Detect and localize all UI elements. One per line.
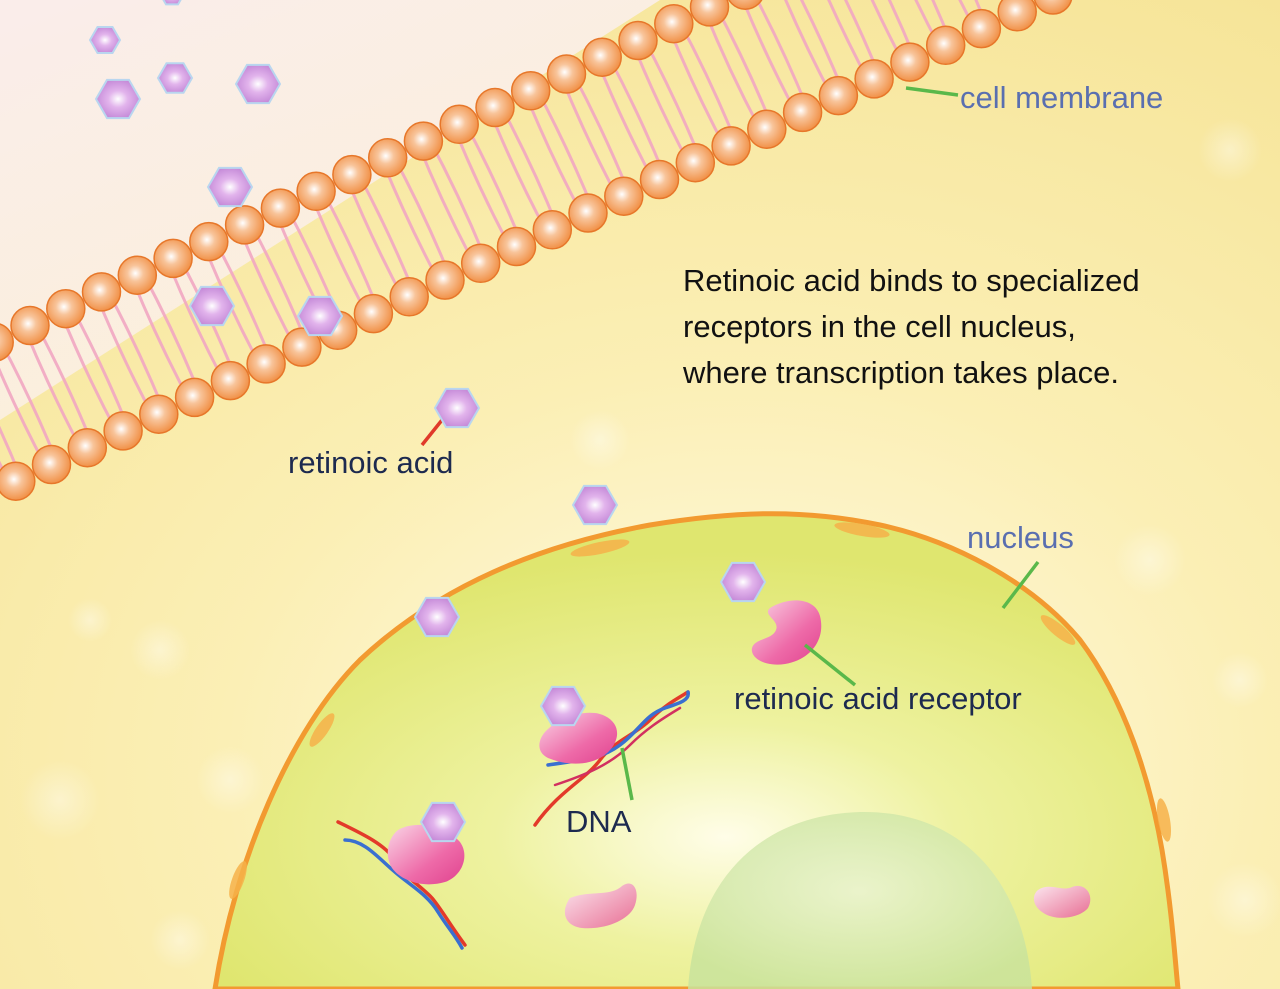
phospholipid-head bbox=[0, 323, 14, 362]
phospholipid-heads bbox=[0, 0, 1073, 501]
phospholipid-head bbox=[475, 87, 515, 128]
phospholipid-head bbox=[782, 92, 823, 133]
phospholipid-head bbox=[332, 154, 372, 195]
phospholipid-head bbox=[818, 75, 859, 116]
nucleolus bbox=[688, 811, 1032, 989]
nucleus-label: nucleus bbox=[967, 520, 1074, 555]
retinoic-acid-receptor bbox=[751, 600, 822, 665]
caption-line: where transcription takes place. bbox=[683, 355, 1119, 390]
phospholipid-head bbox=[654, 3, 694, 44]
caption-line: Retinoic acid binds to specialized bbox=[683, 263, 1140, 298]
phospholipid-head bbox=[246, 344, 286, 384]
phospholipid-head bbox=[675, 142, 716, 183]
phospholipid-head bbox=[117, 255, 158, 295]
retinoic-acid-molecule bbox=[539, 685, 587, 727]
phospholipid-head bbox=[618, 20, 658, 61]
description-caption: Retinoic acid binds to specialized recep… bbox=[683, 258, 1273, 396]
phospholipid-head bbox=[1033, 0, 1073, 15]
phospholipid-head bbox=[389, 277, 429, 317]
nuclear-pores bbox=[229, 522, 1172, 899]
phospholipid-head bbox=[210, 360, 251, 401]
retinoic-acid-molecule bbox=[88, 26, 122, 54]
phospholipid-head bbox=[425, 260, 465, 300]
phospholipid-head bbox=[604, 176, 644, 216]
phospholipid-head bbox=[10, 305, 50, 346]
phospholipid-head bbox=[496, 226, 537, 267]
retinoic-acid-molecule bbox=[719, 561, 767, 603]
phospholipid-head bbox=[224, 205, 265, 245]
phospholipid-head bbox=[353, 293, 394, 334]
phospholipid-head bbox=[103, 411, 143, 451]
phospholipid-head bbox=[367, 138, 408, 178]
dna-label: DNA bbox=[566, 804, 632, 839]
retinoic-acid-molecule bbox=[188, 285, 236, 327]
phospholipid-head bbox=[260, 188, 301, 228]
retinoic-acid-molecule bbox=[571, 484, 619, 526]
phospholipid-head bbox=[439, 104, 479, 145]
phospholipid-head bbox=[854, 59, 894, 99]
retinoic-acid-molecule bbox=[433, 387, 481, 429]
retinoic-acid-receptor-label: retinoic acid receptor bbox=[734, 681, 1022, 716]
retinoic-acid-molecule bbox=[206, 166, 254, 208]
phospholipid-head bbox=[639, 159, 680, 200]
phospholipid-head bbox=[510, 71, 551, 111]
retinoic-acid-molecule bbox=[234, 63, 282, 105]
phospholipid-head bbox=[925, 25, 966, 66]
phospholipid-head bbox=[532, 210, 573, 250]
phospholipid-head bbox=[890, 42, 930, 82]
caption-line: receptors in the cell nucleus, bbox=[683, 309, 1076, 344]
phospholipid-head bbox=[546, 54, 587, 94]
phospholipid-head bbox=[139, 394, 179, 434]
phospholipid-head bbox=[189, 221, 229, 262]
retinoic-acid-molecule bbox=[162, 0, 182, 6]
receptor-shape bbox=[1033, 885, 1091, 918]
cell-membrane-label: cell membrane bbox=[960, 80, 1164, 115]
phospholipid-head bbox=[997, 0, 1037, 32]
cytoplasm-bubbles bbox=[20, 118, 1280, 970]
retinoic-acid-molecule bbox=[413, 596, 461, 638]
retinoic-acid-molecule bbox=[156, 62, 194, 94]
phospholipid-head bbox=[689, 0, 730, 27]
retinoic-acid-molecule bbox=[296, 295, 344, 337]
phospholipid-head bbox=[282, 327, 322, 367]
phospholipid-head bbox=[460, 243, 501, 284]
phospholipid-head bbox=[711, 126, 751, 166]
phospholipid-head bbox=[174, 377, 215, 418]
phospholipid-head bbox=[153, 238, 193, 279]
retinoic-acid-label: retinoic acid bbox=[288, 445, 454, 480]
phospholipid-head bbox=[568, 193, 608, 233]
phospholipid-head bbox=[67, 427, 108, 468]
phospholipid-head bbox=[46, 288, 86, 329]
receptor-shape bbox=[564, 883, 637, 929]
pointer-lines bbox=[420, 86, 1040, 801]
phospholipid-head bbox=[728, 0, 763, 10]
retinoic-acid-molecules bbox=[88, 0, 767, 843]
phospholipid-head bbox=[81, 272, 122, 312]
retinoic-acid-molecule bbox=[94, 78, 142, 120]
phospholipid-head bbox=[0, 461, 36, 501]
phospholipid-head bbox=[747, 109, 787, 149]
phospholipid-head bbox=[296, 171, 336, 212]
phospholipid-head bbox=[582, 37, 622, 77]
retinoic-acid-molecule bbox=[419, 801, 467, 843]
phospholipid-head bbox=[31, 444, 72, 485]
phospholipid-head bbox=[403, 121, 444, 161]
cell-membrane bbox=[0, 0, 1073, 501]
phospholipid-head bbox=[961, 8, 1002, 49]
